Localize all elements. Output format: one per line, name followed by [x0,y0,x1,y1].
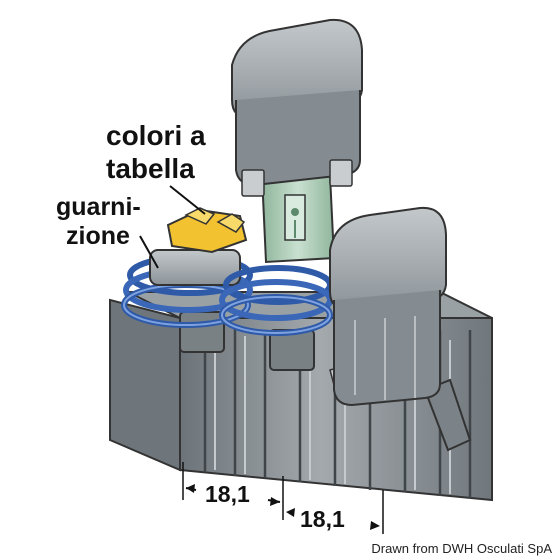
top-cover-cap [231,18,363,197]
closed-fuse-cap [329,206,447,407]
fuse-blade [260,174,336,264]
dimension-right: 18,1 [300,506,345,532]
label-guarnizione-line1: guarni- [56,193,141,221]
dimension-left: 18,1 [205,481,250,507]
dimension-lines [182,462,384,534]
label-colori-line2: tabella [106,153,195,184]
leader-lines [139,185,206,269]
colored-fuse [166,207,248,254]
label-guarnizione-line2: zione [66,222,130,250]
image-credit: Drawn from DWH Osculati SpA [369,541,554,556]
label-colori-line1: colori a [106,120,206,151]
